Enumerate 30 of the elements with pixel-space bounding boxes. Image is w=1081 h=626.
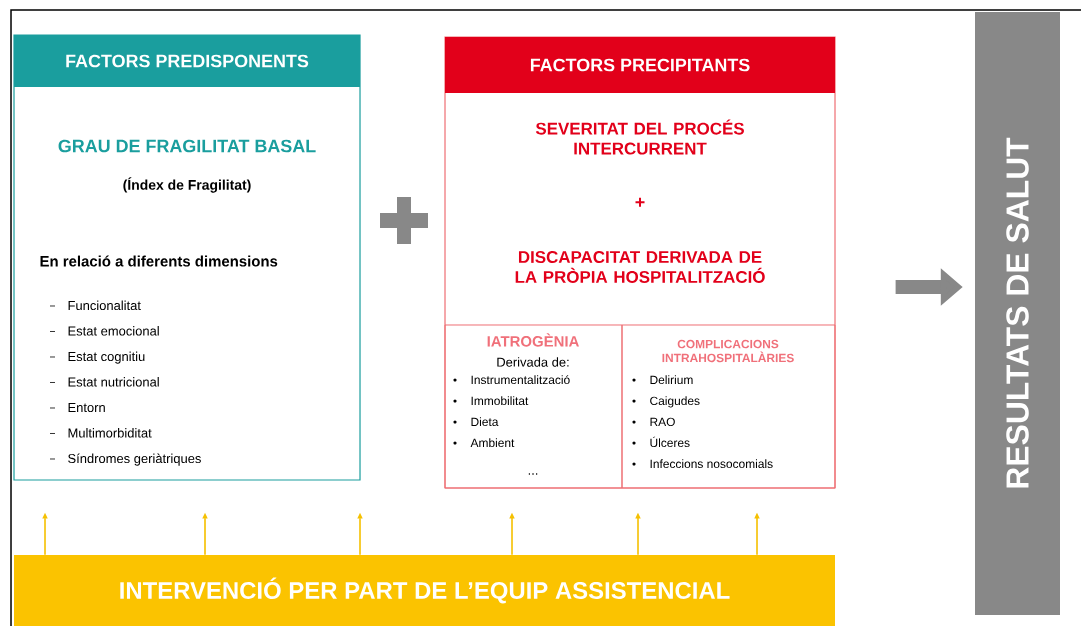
list-item: Estat nutricional: [49, 377, 159, 387]
list-item: Caigudes: [632, 396, 700, 408]
vertical-bar: RESULTATS DE SALUT: [975, 12, 1060, 615]
list-item: Estat cognitiu: [49, 351, 145, 364]
list-item: Úlceres: [632, 436, 690, 448]
list-item: Entorn: [49, 403, 105, 413]
list-item: Delirium: [632, 375, 693, 385]
ellipsis: ...: [528, 473, 538, 475]
heading: GRAU DE FRAGILITAT BASAL: [58, 139, 316, 153]
header-band: FACTORS PREDISPONENTS: [14, 35, 360, 87]
list-item: Infeccions nosocomials: [632, 459, 773, 469]
plus-sign: +: [635, 197, 645, 207]
list-item: Multimorbiditat: [49, 428, 152, 438]
list-item: Funcionalitat: [49, 300, 141, 311]
banner: INTERVENCIÓ PER PART DE L’EQUIP ASSISTENCIAL: [14, 555, 835, 626]
list-item: Síndromes geriàtriques: [49, 453, 201, 466]
subheading: (Índex de Fragilitat): [123, 177, 251, 193]
list-item: Ambient: [453, 438, 515, 448]
column-heading: COMPLICACIONS INTRAHOSPITALÀRIES: [662, 339, 794, 363]
heading: SEVERITAT DEL PROCÉS INTERCURRENT: [535, 119, 744, 155]
list-item: Instrumentalització: [453, 375, 570, 385]
list-item: Immobilitat: [453, 396, 529, 406]
list-item: Estat emocional: [49, 326, 159, 336]
column-subtitle: Derivada de:: [497, 357, 569, 367]
list-title: En relació a diferents dimensions: [40, 255, 278, 267]
heading: DISCAPACITAT DERIVADA DE LA PRÒPIA HOSPITALITZACIÓ: [515, 251, 765, 283]
header-band: FACTORS PRECIPITANTS: [445, 37, 835, 93]
list-item: Dieta: [453, 417, 499, 427]
column-heading: IATROGÈNIA: [487, 333, 579, 347]
list-item: RAO: [632, 417, 675, 427]
